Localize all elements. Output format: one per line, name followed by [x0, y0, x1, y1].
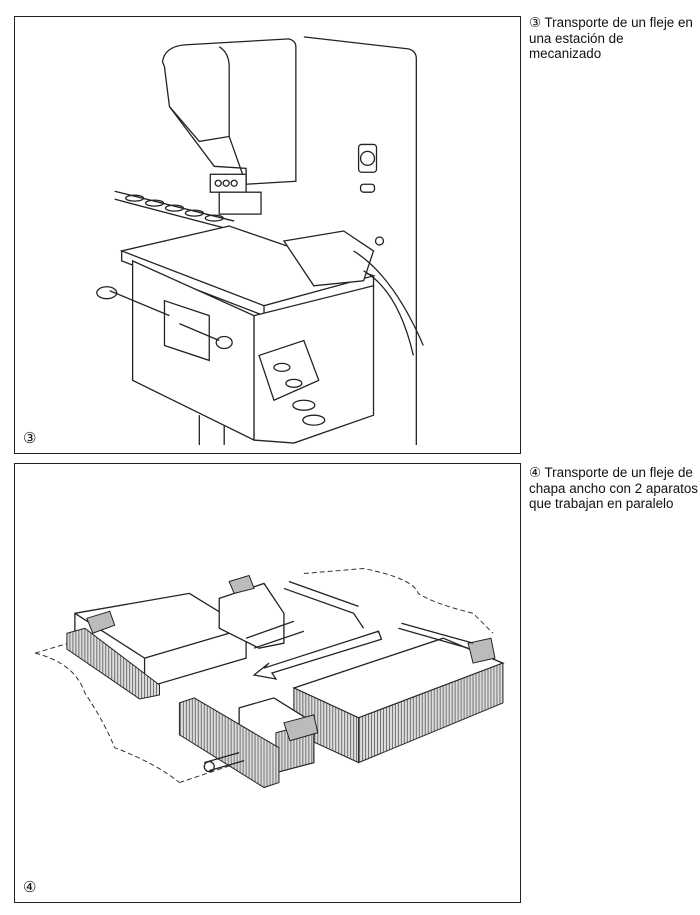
figure-4-number: ④	[23, 879, 37, 896]
feed-device	[282, 230, 375, 287]
control-knob	[357, 143, 378, 173]
strip-exit	[353, 250, 424, 356]
base-block-side	[253, 284, 375, 444]
sheet-outline	[34, 568, 494, 784]
metal-strip	[114, 190, 235, 231]
figure-3-illustration	[96, 36, 424, 446]
feed-device-rear	[218, 582, 285, 649]
figure-4-illustration	[34, 568, 505, 789]
figure-3-caption: ③ Transporte de un fleje en una estación…	[529, 15, 693, 61]
guide-rail-left	[66, 627, 160, 700]
figure-3-number: ③	[23, 430, 37, 447]
guide-rail-front	[178, 697, 280, 789]
machine-column	[303, 36, 417, 446]
feed-direction-arrow	[252, 630, 383, 680]
figure-4-frame: ④	[14, 463, 521, 903]
figure-3-frame: ③	[14, 16, 521, 454]
figure-4-caption: ④ Transporte de un fleje de chapa ancho …	[529, 465, 698, 511]
